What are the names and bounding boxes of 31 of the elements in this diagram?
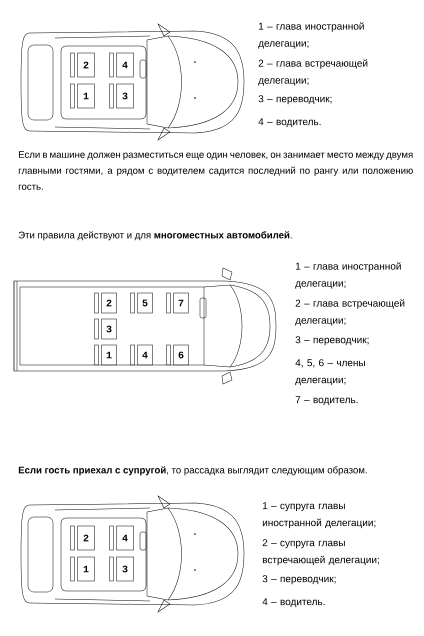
seat: 3 xyxy=(109,556,134,582)
seat: 2 xyxy=(94,292,117,314)
seat: 4 xyxy=(109,526,134,550)
legend-item: 4 – водитель. xyxy=(258,118,321,128)
legend-item: 7 – водитель. xyxy=(296,396,358,406)
seat: 2 xyxy=(70,52,95,78)
seat: 1 xyxy=(70,84,95,108)
seat: 4 xyxy=(130,344,153,366)
paragraph-text: Эти правила действуют и для многоместных автомобилей. xyxy=(18,231,292,240)
legend-item: 3 – переводчик; xyxy=(296,336,369,346)
legend-item: 1 – глава иностранной делегации; xyxy=(295,262,401,289)
seat: 5 xyxy=(130,292,153,314)
legend-item: 4 – водитель. xyxy=(262,598,325,608)
legend-item: 1 – глава иностранной делегации; xyxy=(258,22,364,49)
seat: 1 xyxy=(94,344,117,366)
paragraph-text: Если гость приехал с супругой, то рассадка выглядит следующим образом. xyxy=(18,466,367,476)
legend-item: 2 – супруга главы встречающей делегации; xyxy=(262,539,379,566)
seat: 2 xyxy=(70,526,95,550)
seat: 4 xyxy=(109,52,134,78)
seat: 1 xyxy=(70,556,95,582)
legend-item: 3 – переводчик; xyxy=(258,95,332,104)
legend-item: 1 – супруга главы иностранной делегации; xyxy=(262,502,376,528)
legend-item: 2 – глава встречающей делегации; xyxy=(258,59,368,86)
legend-item: 4, 5, 6 – члены делегации; xyxy=(295,359,365,386)
legend-item: 3 – переводчик; xyxy=(262,575,336,584)
paragraph-text: Если в машине должен разместиться еще один человек, он занимает место между двумя главными гостями, а рядом с водителем садится последний по рангу или положению гость. xyxy=(18,151,413,190)
seat: 7 xyxy=(166,292,189,314)
seat: 3 xyxy=(109,84,134,108)
seat: 3 xyxy=(94,318,117,340)
legend-item: 2 – глава встречающей делегации; xyxy=(295,299,404,326)
seat: 6 xyxy=(166,344,189,366)
